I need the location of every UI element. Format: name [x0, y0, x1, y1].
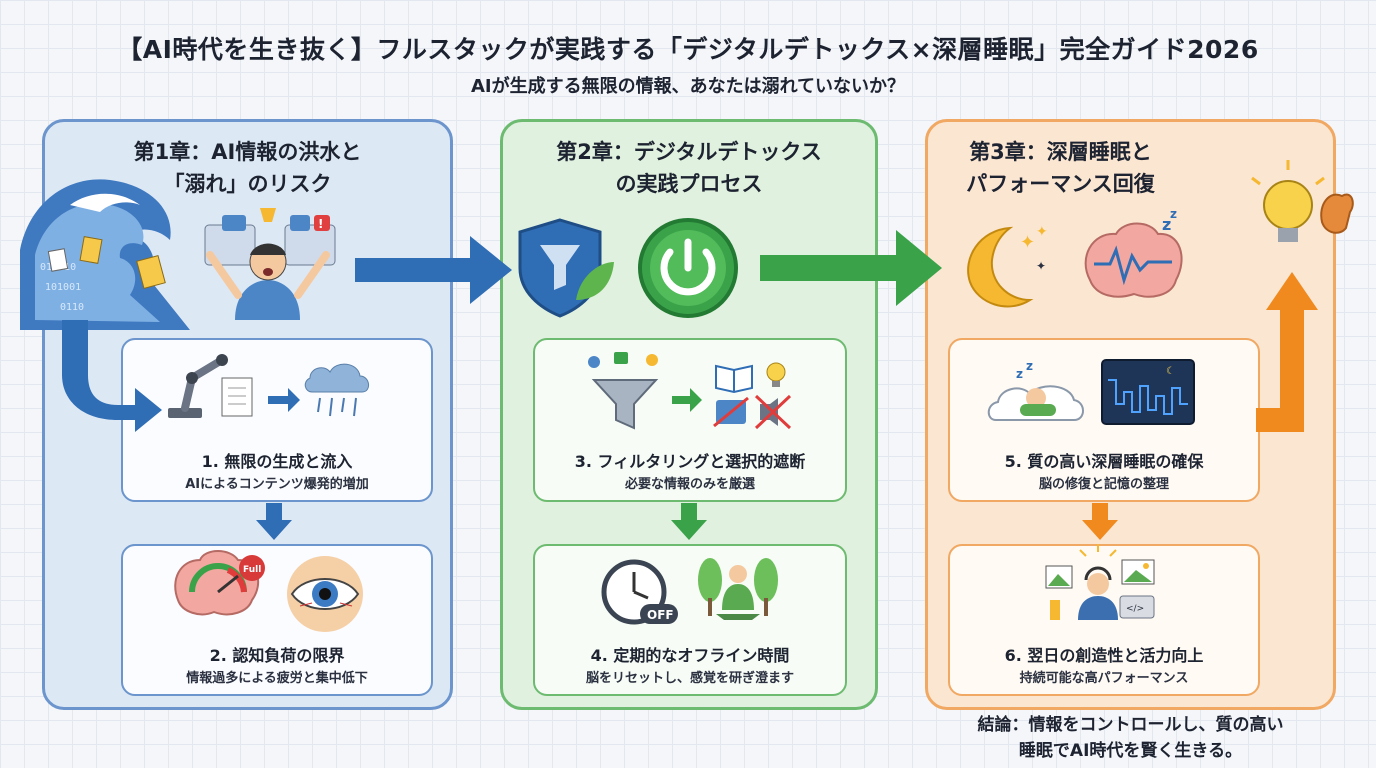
chapter-3-panel: 第3章：深層睡眠と パフォーマンス回復 5. 質の高い深層睡眠の確保 脳の修復と… [925, 119, 1336, 710]
step-6-desc: 持続可能な高パフォーマンス [1019, 671, 1189, 686]
step-1-desc: AIによるコンテンツ爆発的増加 [185, 477, 369, 492]
chapter-3-title-line2: パフォーマンス回復 [966, 172, 1155, 196]
step-2-desc: 情報過多による疲労と集中低下 [186, 671, 368, 686]
chapter-2-title-line1: 第2章：デジタルデトックス [556, 140, 822, 164]
chapter-1-title-line1: 第1章：AI情報の洪水と [133, 140, 362, 164]
step-5-title: 5. 質の高い深層睡眠の確保 [1004, 452, 1204, 471]
conclusion-line1: 結論：情報をコントロールし、質の高い [977, 715, 1284, 735]
step-3-card: 3. フィルタリングと選択的遮断 必要な情報のみを厳選 [533, 338, 847, 502]
page-subtitle: AIが生成する無限の情報、あなたは溺れていないか？ [470, 76, 906, 97]
chapter-1-title-line2: 「溺れ」のリスク [163, 172, 332, 196]
chapter-3-title-line1: 第3章：深層睡眠と [969, 140, 1152, 164]
step-6-title: 6. 翌日の創造性と活力向上 [1004, 646, 1204, 665]
step-3-desc: 必要な情報のみを厳選 [624, 477, 755, 492]
step-1-title: 1. 無限の生成と流入 [201, 452, 353, 471]
chapter-2-title-line2: の実践プロセス [615, 172, 763, 196]
step-5-card: 5. 質の高い深層睡眠の確保 脳の修復と記憶の整理 [948, 338, 1260, 502]
step-4-title: 4. 定期的なオフライン時間 [590, 646, 790, 665]
step-1-card: 1. 無限の生成と流入 AIによるコンテンツ爆発的増加 [121, 338, 433, 502]
step-4-card: 4. 定期的なオフライン時間 脳をリセットし、感覚を研ぎ澄ます [533, 544, 847, 696]
step-6-card: 6. 翌日の創造性と活力向上 持続可能な高パフォーマンス [948, 544, 1260, 696]
step-2-title: 2. 認知負荷の限界 [209, 646, 345, 665]
chapter-1-panel: 第1章：AI情報の洪水と 「溺れ」のリスク 1. 無限の生成と流入 AIによるコ… [42, 119, 453, 710]
conclusion-line2: 睡眠でAI時代を賢く生きる。 [1018, 741, 1243, 761]
step-4-desc: 脳をリセットし、感覚を研ぎ澄ます [585, 671, 794, 686]
page-title: 【AI時代を生き抜く】フルスタックが実践する「デジタルデトックス×深層睡眠」完全… [117, 35, 1259, 64]
step-3-title: 3. フィルタリングと選択的遮断 [574, 452, 806, 471]
chapter-2-panel: 第2章：デジタルデトックス の実践プロセス 3. フィルタリングと選択的遮断 必… [500, 119, 878, 710]
step-2-card: 2. 認知負荷の限界 情報過多による疲労と集中低下 [121, 544, 433, 696]
step-5-desc: 脳の修復と記憶の整理 [1038, 477, 1169, 492]
conclusion-text: 結論：情報をコントロールし、質の高い 睡眠でAI時代を賢く生きる。 [925, 712, 1336, 764]
